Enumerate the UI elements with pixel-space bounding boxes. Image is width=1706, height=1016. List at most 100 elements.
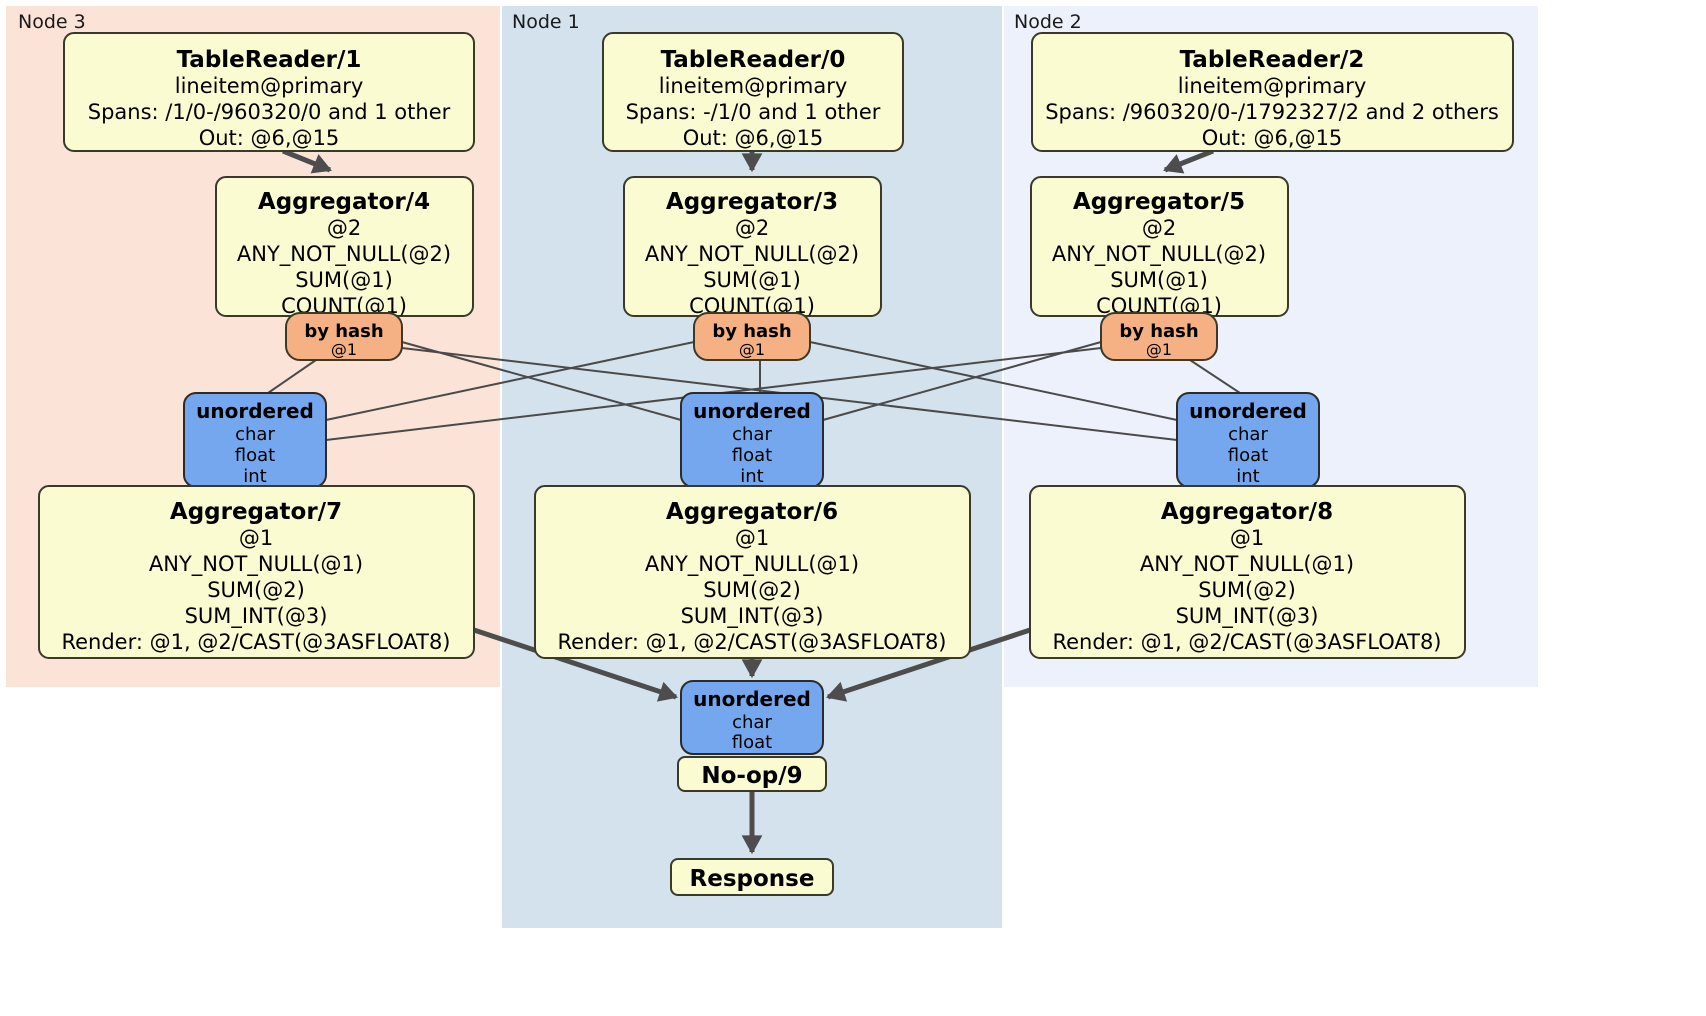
processor-tablereader-0[interactable]: TableReader/0 lineitem@primary Spans: -/… <box>602 32 904 152</box>
router-line: float <box>732 445 772 466</box>
edge-hash-right-to-unordered-right <box>1189 359 1241 394</box>
processor-title: Aggregator/7 <box>170 499 342 525</box>
router-unordered-right[interactable]: unordered char float int <box>1176 392 1320 488</box>
processor-response[interactable]: Response <box>670 858 834 896</box>
processor-tablereader-2[interactable]: TableReader/2 lineitem@primary Spans: /9… <box>1031 32 1514 152</box>
router-title: unordered <box>693 399 811 423</box>
router-unordered-center[interactable]: unordered char float int <box>680 392 824 488</box>
processor-title: Aggregator/8 <box>1161 499 1333 525</box>
edges-reader-to-aggregator <box>282 148 1214 174</box>
processor-line: @1 <box>239 526 273 550</box>
processor-line: SUM(@2) <box>1198 578 1296 602</box>
processor-line: ANY_NOT_NULL(@2) <box>237 242 451 267</box>
edges-aggregator-to-final <box>473 627 1031 855</box>
node-panel-label-node1: Node 1 <box>512 11 580 33</box>
processor-title: No-op/9 <box>701 763 802 789</box>
processor-line: Spans: -/1/0 and 1 other <box>626 100 881 124</box>
processor-line: ANY_NOT_NULL(@2) <box>1052 242 1266 267</box>
processor-title: Aggregator/4 <box>258 189 430 215</box>
processor-aggregator-7[interactable]: Aggregator/7 @1 ANY_NOT_NULL(@1) SUM(@2)… <box>38 485 475 659</box>
processor-line: ANY_NOT_NULL(@1) <box>1140 552 1354 577</box>
edge-hash-center-to-unordered-left <box>325 341 695 421</box>
processor-title: TableReader/0 <box>661 47 846 73</box>
processor-line: SUM(@1) <box>295 268 393 292</box>
node-panel-label-node2: Node 2 <box>1014 11 1082 33</box>
hash-pill-line: @1 <box>739 340 765 359</box>
processor-aggregator-6[interactable]: Aggregator/6 @1 ANY_NOT_NULL(@1) SUM(@2)… <box>534 485 971 659</box>
processor-line: @1 <box>735 526 769 550</box>
processor-line: ANY_NOT_NULL(@1) <box>645 552 859 577</box>
processor-box <box>38 485 475 659</box>
processor-line: Render: @1, @2/CAST(@3ASFLOAT8) <box>61 630 450 654</box>
router-line: float <box>1228 445 1268 466</box>
processor-box <box>602 32 904 152</box>
router-line: char <box>235 424 275 445</box>
processor-line: SUM(@2) <box>703 578 801 602</box>
processor-title: Aggregator/3 <box>666 189 838 215</box>
hash-pill-line: @1 <box>1146 340 1172 359</box>
processor-line: SUM(@2) <box>207 578 305 602</box>
edge-hash-left-to-unordered-center <box>401 341 682 421</box>
router-title: unordered <box>1189 399 1307 423</box>
processor-title: Response <box>690 866 815 892</box>
processor-line: Render: @1, @2/CAST(@3ASFLOAT8) <box>1052 630 1441 654</box>
processor-line: ANY_NOT_NULL(@2) <box>645 242 859 267</box>
processor-title: TableReader/2 <box>1180 47 1365 73</box>
hash-pill-center[interactable]: by hash @1 <box>693 312 811 361</box>
processor-line: lineitem@primary <box>1178 74 1367 98</box>
processor-line: Spans: /960320/0-/1792327/2 and 2 others <box>1045 100 1499 124</box>
processor-line: Render: @1, @2/CAST(@3ASFLOAT8) <box>557 630 946 654</box>
router-unordered-left[interactable]: unordered char float int <box>183 392 327 488</box>
processor-title: TableReader/1 <box>177 47 362 73</box>
processor-line: SUM_INT(@3) <box>1176 604 1319 629</box>
processor-line: SUM_INT(@3) <box>185 604 328 629</box>
processor-line: @2 <box>735 216 769 240</box>
processor-title: Aggregator/6 <box>666 499 838 525</box>
processor-aggregator-8[interactable]: Aggregator/8 @1 ANY_NOT_NULL(@1) SUM(@2)… <box>1029 485 1466 659</box>
processor-box <box>534 485 971 659</box>
edge-aggregator7-final <box>473 627 678 702</box>
edge-hash-right-to-unordered-center <box>822 341 1102 421</box>
processor-box <box>1029 485 1466 659</box>
edge-hash-left-to-unordered-left <box>267 359 317 394</box>
processor-aggregator-3[interactable]: Aggregator/3 @2 ANY_NOT_NULL(@2) SUM(@1)… <box>623 176 882 318</box>
processor-no-op-9[interactable]: No-op/9 <box>677 756 827 792</box>
processor-line: SUM_INT(@3) <box>681 604 824 629</box>
processor-line: Out: @6,@15 <box>199 126 340 150</box>
edge-aggregator8-final <box>826 627 1031 702</box>
processor-box <box>677 756 827 792</box>
edge-hash-center-to-unordered-right <box>809 341 1178 421</box>
router-line: int <box>1236 466 1259 487</box>
processor-line: Out: @6,@15 <box>1202 126 1343 150</box>
processor-line: SUM(@1) <box>703 268 801 292</box>
hash-pill-box <box>693 312 811 361</box>
processor-title: Aggregator/5 <box>1073 189 1245 215</box>
processor-aggregator-5[interactable]: Aggregator/5 @2 ANY_NOT_NULL(@2) SUM(@1)… <box>1030 176 1289 318</box>
processor-aggregator-4[interactable]: Aggregator/4 @2 ANY_NOT_NULL(@2) SUM(@1)… <box>215 176 474 318</box>
hash-pill-box <box>285 312 403 361</box>
router-line: float <box>235 445 275 466</box>
router-line: int <box>740 466 763 487</box>
processor-box <box>1031 32 1514 152</box>
hash-pill-line: @1 <box>331 340 357 359</box>
processor-line: Spans: /1/0-/960320/0 and 1 other <box>88 100 451 124</box>
processor-tablereader-1[interactable]: TableReader/1 lineitem@primary Spans: /1… <box>63 32 475 152</box>
processor-line: Out: @6,@15 <box>683 126 824 150</box>
processor-box <box>63 32 475 152</box>
edge-tablereader2-aggregator5 <box>1163 148 1214 174</box>
processor-line: @2 <box>327 216 361 240</box>
hash-pill-title: by hash <box>304 321 383 342</box>
router-unordered-final[interactable]: unordered char float <box>680 680 824 755</box>
router-line: char <box>732 712 772 733</box>
hash-pill-right[interactable]: by hash @1 <box>1100 312 1218 361</box>
hash-pill-title: by hash <box>1119 321 1198 342</box>
hash-pill-left[interactable]: by hash @1 <box>285 312 403 361</box>
processor-line: lineitem@primary <box>175 74 364 98</box>
processor-line: ANY_NOT_NULL(@1) <box>149 552 363 577</box>
processor-line: lineitem@primary <box>659 74 848 98</box>
processor-line: @1 <box>1230 526 1264 550</box>
edge-tablereader1-aggregator4 <box>282 148 332 174</box>
processor-line: @2 <box>1142 216 1176 240</box>
